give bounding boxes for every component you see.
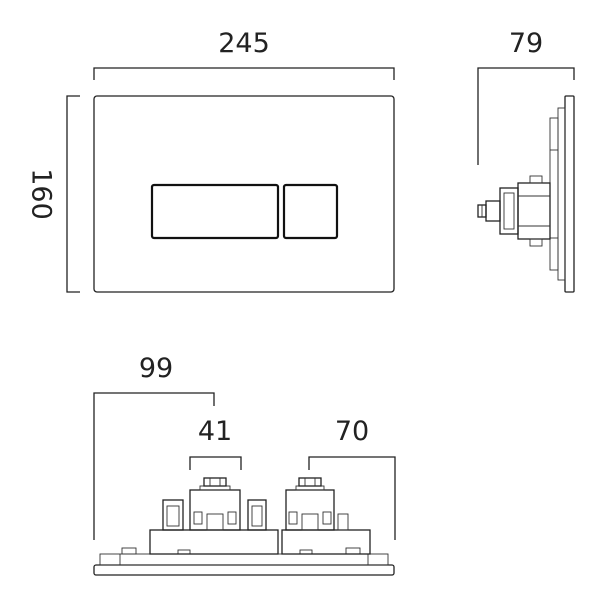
bottom-left-module-dimension: 41 [189, 416, 242, 470]
front-view: 245 160 [26, 28, 395, 293]
flush-plate [93, 95, 395, 293]
front-width-label: 245 [218, 28, 270, 59]
front-width-dimension: 245 [93, 28, 395, 80]
half-flush-button [282, 183, 339, 240]
bottom-overall-label: 99 [139, 353, 173, 384]
side-depth-label: 79 [509, 28, 543, 59]
bottom-view: 99 41 70 [93, 353, 396, 576]
bottom-overall-dimension: 99 [93, 353, 215, 540]
bottom-right-offset-dimension: 70 [308, 416, 396, 540]
full-flush-button [150, 183, 280, 240]
bottom-right-offset-label: 70 [335, 416, 369, 447]
side-view: 79 [477, 28, 575, 293]
front-height-dimension: 160 [26, 95, 80, 293]
front-height-label: 160 [26, 168, 57, 220]
side-depth-dimension: 79 [477, 28, 575, 165]
bottom-left-module-label: 41 [198, 416, 232, 447]
